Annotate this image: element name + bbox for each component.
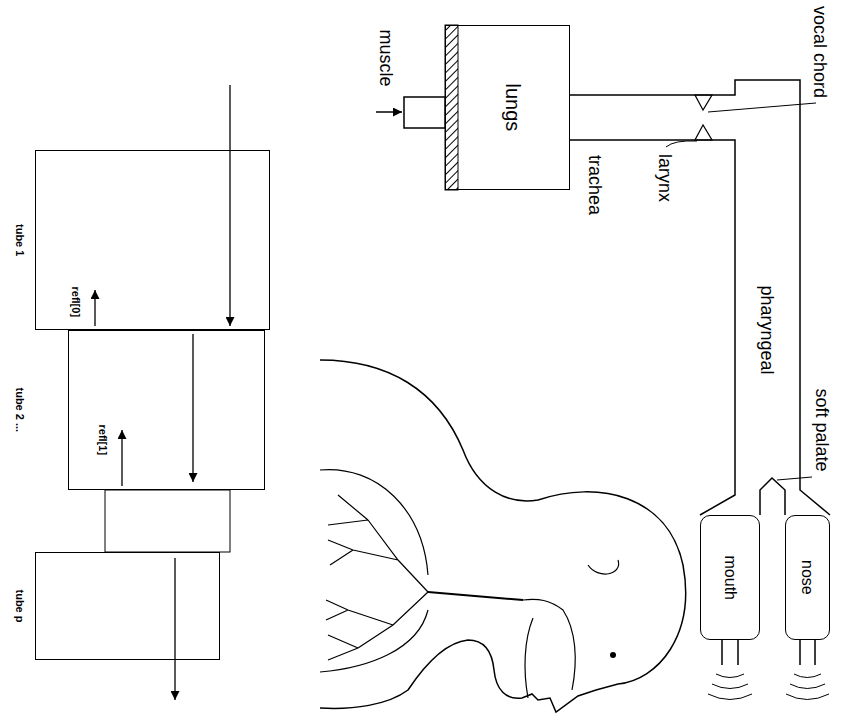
- leader-line: [708, 103, 816, 112]
- tube-label: tube p: [14, 590, 27, 623]
- input-arrow: [229, 85, 230, 326]
- body-outline: [320, 360, 686, 712]
- output-arrow: [174, 558, 175, 700]
- eye: [610, 652, 616, 658]
- nostril-opening: [800, 640, 815, 665]
- nasal-cavity: nose: [785, 515, 830, 640]
- tube-section: tube p: [35, 552, 220, 660]
- reflection-arrow: [121, 430, 122, 486]
- soft-palate-wall: [760, 478, 785, 515]
- part-label: muscle: [376, 30, 397, 87]
- narrow-tube: [105, 490, 230, 552]
- diaphragm-plate: [445, 25, 458, 190]
- oral-cavity: mouth: [700, 515, 760, 640]
- tube-section: tube 1refl[0]: [35, 150, 270, 330]
- ear: [588, 560, 619, 574]
- force-arrow: [376, 111, 402, 113]
- human-figure: [320, 360, 686, 712]
- part-label: vocal chord: [810, 6, 831, 98]
- part-label: larynx: [655, 154, 676, 202]
- vocal-cord: [695, 95, 712, 110]
- piston-rod: [404, 97, 445, 128]
- sound-wave: [786, 674, 829, 700]
- node-label: nose: [798, 560, 816, 595]
- node-label: lungs: [501, 84, 524, 132]
- part-label: soft palate: [812, 389, 833, 472]
- vocal-cord: [695, 125, 712, 140]
- lung-outline: [320, 470, 428, 672]
- reflection-label: refl[0]: [70, 287, 83, 318]
- tube-label: tube 2 ...: [14, 388, 27, 433]
- sound-wave: [708, 674, 752, 700]
- leader-line: [777, 477, 812, 480]
- tube-label: tube 1: [14, 224, 27, 256]
- oral-tract: [525, 618, 533, 698]
- forward-arrow: [192, 334, 193, 482]
- node-label: mouth: [721, 556, 739, 600]
- lungs-box: lungs: [445, 25, 570, 190]
- leader-line: [666, 141, 697, 147]
- part-label: pharyngeal: [757, 286, 778, 375]
- reflection-label: refl[1]: [97, 425, 110, 456]
- reflection-arrow: [94, 290, 95, 326]
- windpipe: [428, 592, 523, 600]
- nasal-tract: [523, 599, 575, 690]
- part-label: trachea: [585, 155, 606, 215]
- tube-section: tube 2 ...refl[1]: [68, 330, 265, 490]
- lip-opening: [722, 640, 738, 665]
- tract-wall: [570, 80, 830, 515]
- tract-wall: [570, 140, 735, 515]
